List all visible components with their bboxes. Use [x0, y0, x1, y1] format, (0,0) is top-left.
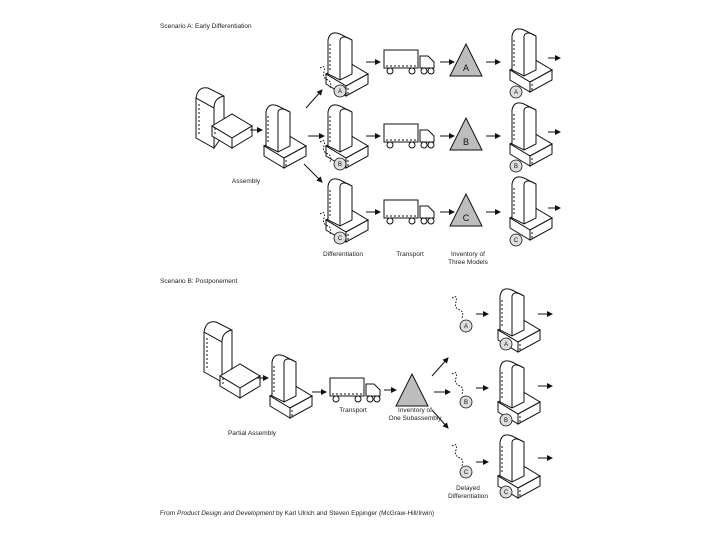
module-badge-icon	[499, 337, 513, 351]
module-badge-icon	[459, 465, 473, 479]
source-citation: From Product Design and Development by K…	[160, 510, 434, 518]
delayed-module-a: A A	[451, 288, 553, 353]
module-badge-icon	[459, 319, 473, 333]
svg-text:A: A	[463, 63, 469, 73]
truck-icon	[383, 199, 435, 225]
chair-part-icon	[263, 104, 307, 169]
chair-part-icon	[325, 32, 369, 97]
svg-text:A: A	[504, 342, 508, 348]
chair-part-icon	[509, 176, 553, 241]
svg-text:B: B	[338, 162, 342, 168]
truck-icon	[383, 123, 435, 149]
svg-text:B: B	[464, 400, 468, 406]
inventory-triangle-icon	[449, 192, 483, 227]
row-a: A A A	[319, 28, 561, 99]
inventory-label-b-line2: One Subassembly	[388, 415, 442, 422]
truck-icon	[329, 377, 381, 403]
module-badge-icon	[333, 157, 347, 171]
inventory-triangle-icon	[449, 42, 483, 77]
svg-text:B: B	[463, 137, 469, 147]
svg-text:C: C	[463, 213, 470, 223]
module-badge-icon	[333, 231, 347, 245]
svg-text:A: A	[464, 324, 468, 330]
svg-text:B: B	[514, 164, 518, 170]
differentiation-label: Differentiation	[323, 251, 363, 258]
delayed-module-c: C C	[451, 434, 553, 499]
partial-assembly-label: Partial Assembly	[227, 430, 277, 437]
source-prefix: From	[160, 510, 177, 517]
svg-text:A: A	[338, 89, 342, 95]
inventory-triangle-icon	[449, 116, 483, 151]
source-book-title: Product Design and Development	[176, 510, 275, 517]
inventory-label-a-line1: Inventory of	[451, 251, 485, 258]
arrow-icon	[431, 409, 449, 429]
transport-label-a: Transport	[396, 251, 424, 258]
delayed-label-line2: Differentiation	[448, 493, 488, 500]
inventory-triangle-icon	[395, 372, 429, 407]
inventory-label-b-line1: Inventory of	[398, 407, 432, 414]
module-badge-icon	[499, 485, 513, 499]
svg-text:A: A	[514, 90, 518, 96]
inventory-label-a-line2: Three Models	[448, 259, 488, 266]
transport-label-b: Transport	[339, 407, 367, 414]
svg-text:C: C	[504, 490, 509, 496]
arrow-icon	[303, 163, 323, 183]
svg-text:B: B	[504, 418, 508, 424]
module-badge-icon	[333, 84, 347, 98]
chair-part-icon	[325, 104, 369, 169]
module-badge-icon	[459, 395, 473, 409]
scenario-a-title: Scenario A: Early Differentiation	[160, 23, 252, 30]
module-badge-icon	[509, 233, 523, 247]
chair-part-icon	[269, 354, 313, 419]
row-b: B B B	[319, 102, 561, 173]
arrow-icon	[305, 89, 323, 109]
module-badge-icon	[509, 159, 523, 173]
scenario-b-title: Scenario B: Postponement	[160, 278, 238, 285]
chair-part-icon	[509, 28, 553, 93]
svg-text:C: C	[514, 238, 519, 244]
assembly-label: Assembly	[231, 178, 261, 185]
arrow-icon	[431, 357, 449, 377]
delayed-label-line1: Delayed	[456, 485, 480, 492]
row-c: C C C	[319, 176, 561, 247]
module-badge-icon	[499, 413, 513, 427]
delayed-module-b: B B	[451, 360, 553, 427]
chair-part-icon	[325, 178, 369, 243]
source-suffix: by Karl Ulrich and Steven Eppinger (McGr…	[274, 510, 435, 517]
chair-part-icon	[509, 102, 553, 167]
svg-text:C: C	[338, 236, 343, 242]
module-badge-icon	[509, 85, 523, 99]
truck-icon	[383, 49, 435, 75]
svg-text:C: C	[464, 470, 469, 476]
